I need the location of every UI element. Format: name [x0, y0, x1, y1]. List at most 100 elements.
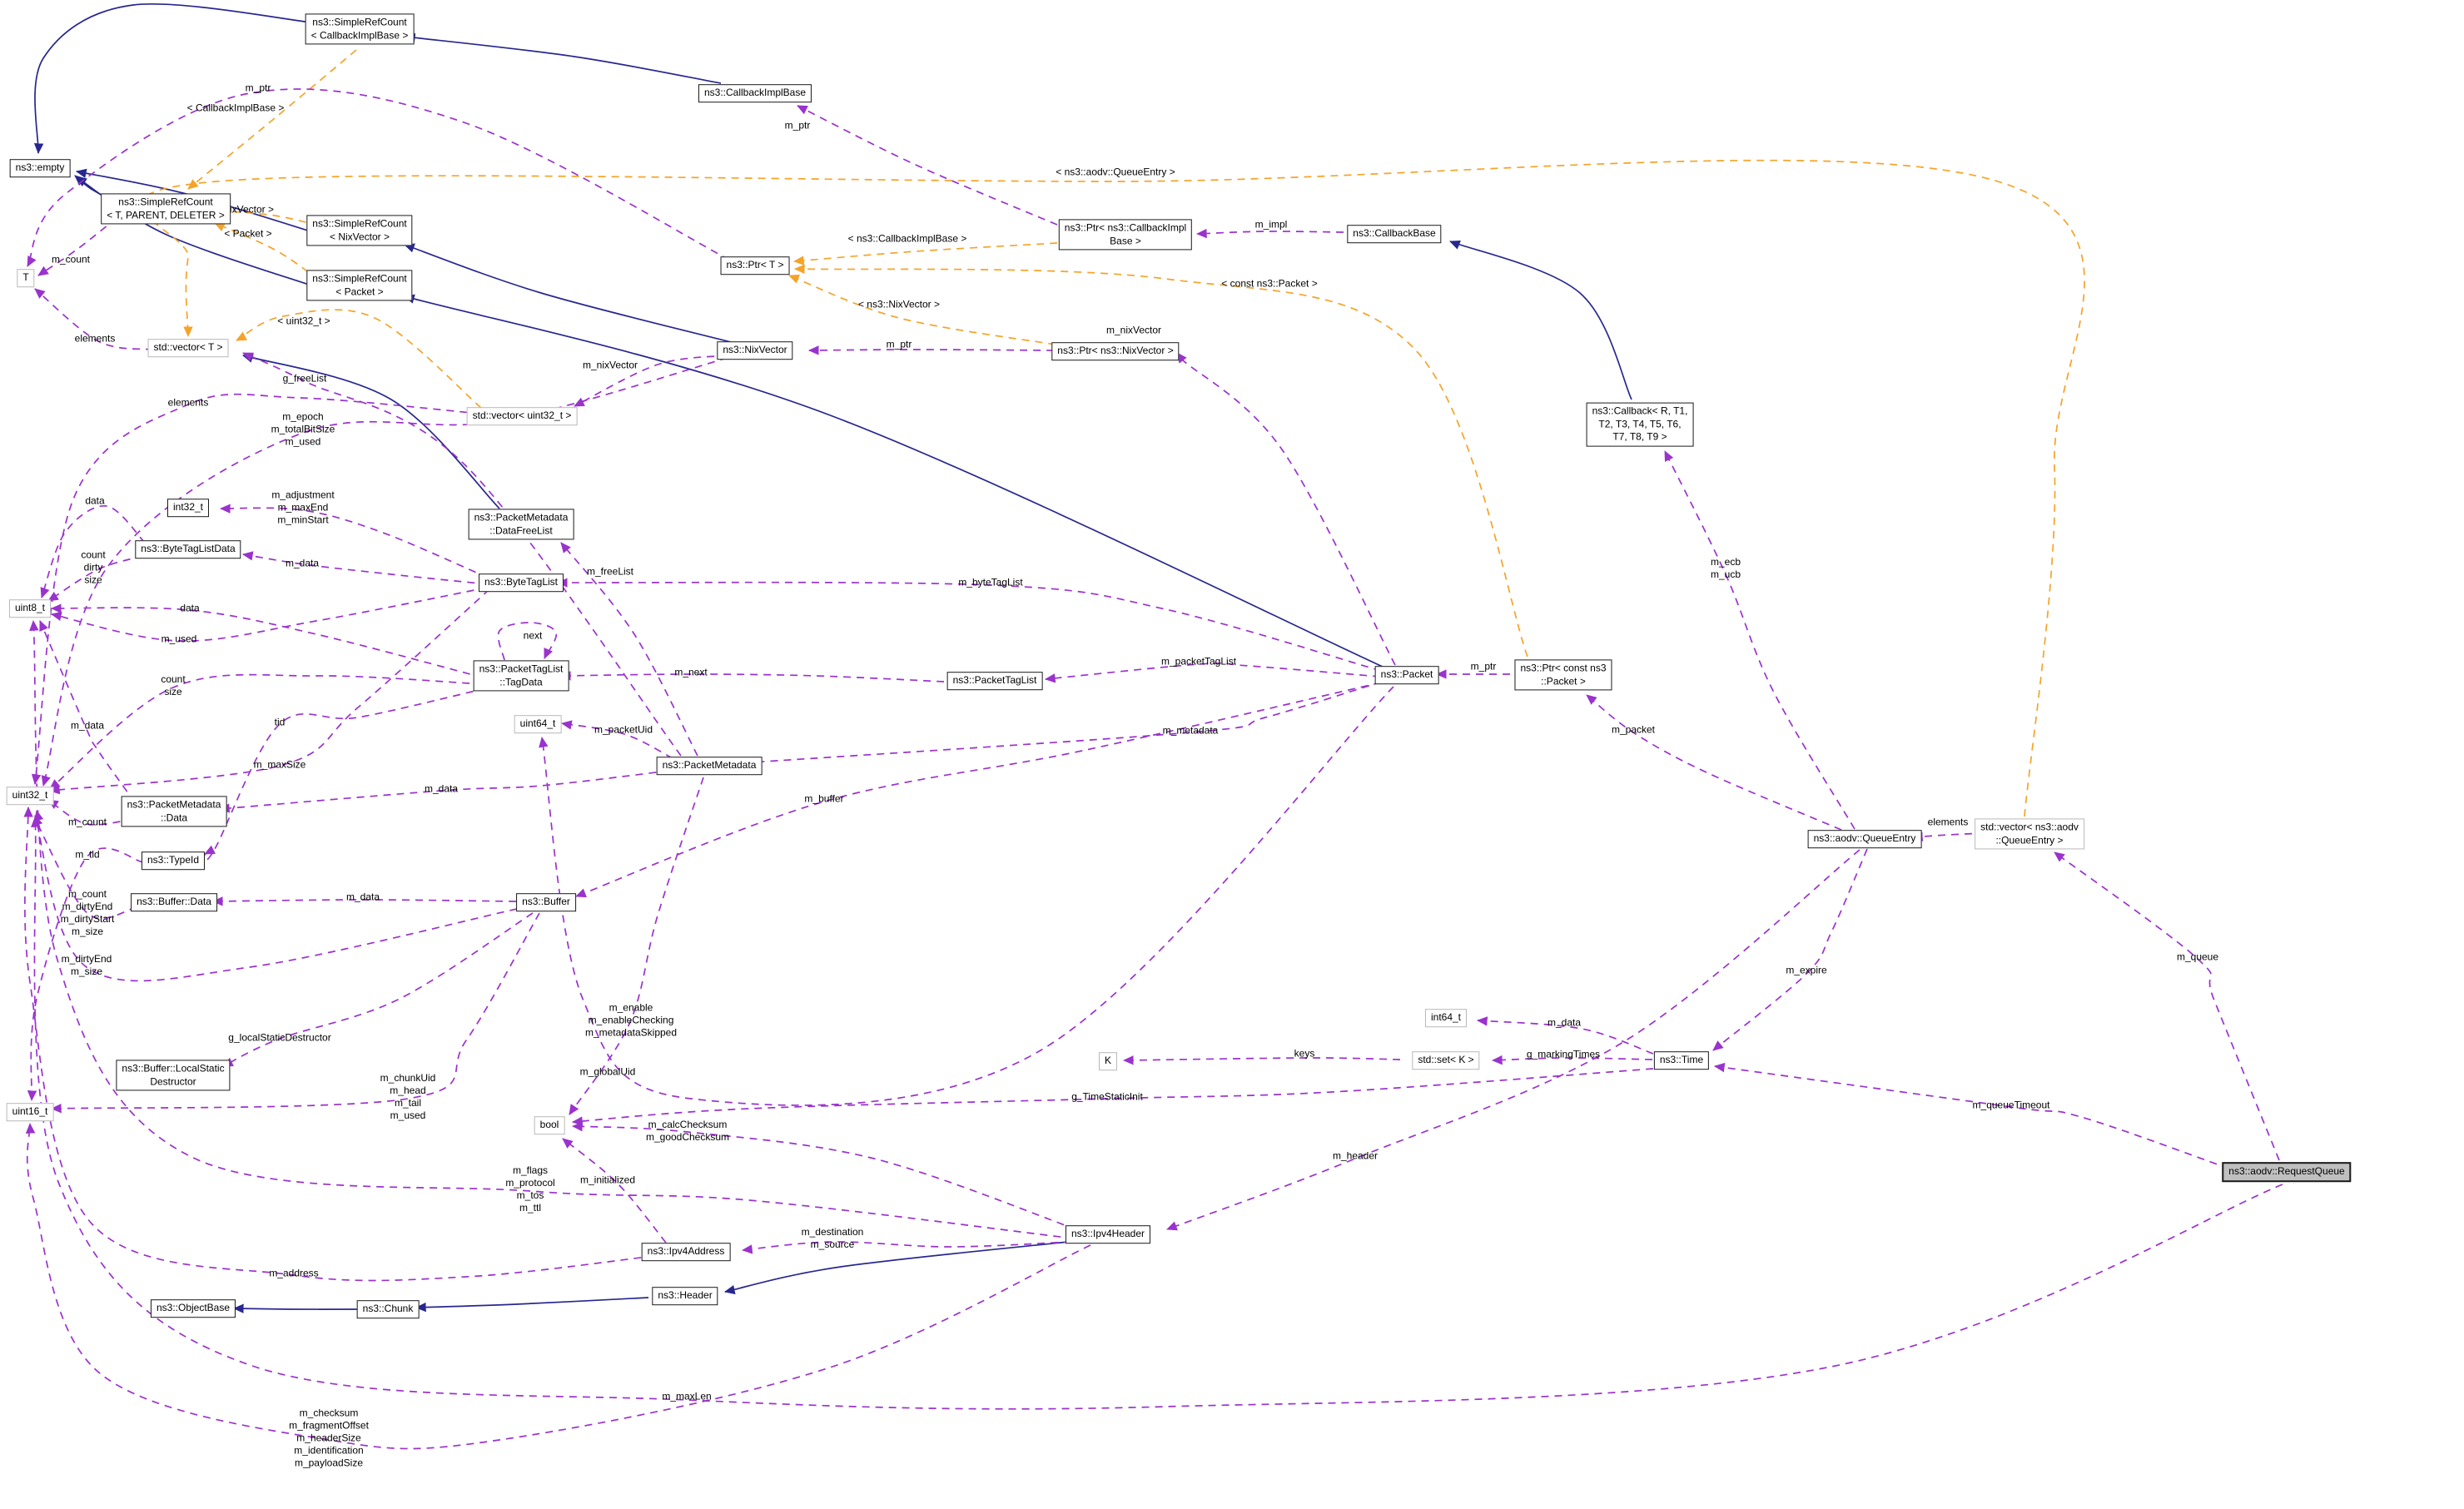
edge-use-pm-bool: [569, 777, 704, 1115]
node-qe[interactable]: ns3::aodv::QueueEntry: [1807, 830, 1922, 848]
node-ob[interactable]: ns3::ObjectBase: [150, 1299, 236, 1318]
edge-use-btl-uint8: [50, 587, 488, 642]
node-sr_cib[interactable]: ns3::SimpleRefCount < CallbackImplBase >: [305, 13, 415, 45]
edge-inherit-cbr-cbase: [1449, 240, 1632, 400]
edge-use-pkt-ptl: [1044, 662, 1381, 683]
edge-use-pkt-buf: [575, 682, 1382, 898]
node-u64[interactable]: uint64_t: [514, 715, 562, 733]
edge-template-ptr_cib-ptr_T: [792, 242, 1058, 266]
edge-use-cbase-ptr_cib: [1195, 228, 1344, 239]
node-K[interactable]: K: [1098, 1052, 1118, 1070]
edge-use-tid-uint16: [27, 847, 144, 1102]
edge-inherit-nix-sr_nix: [404, 243, 732, 343]
node-buf[interactable]: ns3::Buffer: [516, 893, 576, 911]
edge-use-btl-u32: [48, 588, 490, 795]
edge-use-tagdata-u32: [49, 673, 484, 790]
node-u32[interactable]: uint32_t: [6, 787, 54, 805]
node-vec_u32[interactable]: std::vector< uint32_t >: [466, 407, 578, 425]
edge-use-qe-time: [1712, 848, 1868, 1051]
edge-use-sr_tpd-T: [37, 217, 117, 276]
node-dfl[interactable]: ns3::PacketMetadata ::DataFreeList: [468, 509, 574, 540]
edge-use-pkt-ptr_nix: [1172, 350, 1396, 666]
edge-use-ptl-tagdata: [559, 671, 945, 683]
node-ptr_cpkt[interactable]: ns3::Ptr< const ns3 ::Packet >: [1514, 659, 1612, 691]
node-T[interactable]: T: [17, 269, 35, 287]
node-sr_nix[interactable]: ns3::SimpleRefCount < NixVector >: [306, 215, 413, 246]
edge-use-pmd-u32: [47, 799, 134, 826]
node-tagdata[interactable]: ns3::PacketTagList ::TagData: [473, 660, 569, 692]
edge-use-vec_T-T: [34, 288, 154, 350]
node-uint8[interactable]: uint8_t: [8, 599, 52, 618]
edge-use-btl-int32: [219, 504, 489, 578]
node-cbase[interactable]: ns3::CallbackBase: [1347, 225, 1442, 243]
node-ptr_cib[interactable]: ns3::Ptr< ns3::CallbackImpl Base >: [1058, 219, 1193, 251]
edge-use-tagdata-tagdata: [497, 622, 558, 661]
node-ip4h[interactable]: ns3::Ipv4Header: [1065, 1225, 1151, 1243]
edge-use-nix-vec_u32: [574, 355, 728, 407]
edge-template-ptr_cpkt-ptr_T: [793, 264, 1528, 658]
edge-use-pkt-btl: [556, 578, 1382, 672]
node-tid[interactable]: ns3::TypeId: [141, 851, 206, 870]
edge-inherit-ip4h-hdr: [723, 1240, 1077, 1295]
edge-use-btld-uint8: [47, 555, 144, 602]
edge-use-pm-vec_T: [242, 352, 682, 757]
node-uint16[interactable]: uint16_t: [6, 1103, 54, 1121]
edge-use-ip4h-uint16: [25, 1122, 1091, 1450]
edge-use-buf-uint16: [50, 912, 540, 1114]
edge-template-sr_nix-sr_tpd: [218, 206, 320, 226]
node-vec_qe[interactable]: std::vector< ns3::aodv ::QueueEntry >: [1975, 818, 2084, 850]
node-chunk[interactable]: ns3::Chunk: [356, 1300, 420, 1318]
edge-use-qe-cbr: [1664, 450, 1855, 830]
node-sr_tpd[interactable]: ns3::SimpleRefCount < T, PARENT, DELETER…: [101, 193, 231, 225]
node-int64[interactable]: int64_t: [1424, 1009, 1468, 1027]
edge-use-tagdata-tid: [204, 687, 487, 861]
node-ip4a[interactable]: ns3::Ipv4Address: [641, 1243, 731, 1261]
node-cib[interactable]: ns3::CallbackImplBase: [698, 84, 812, 102]
edge-inherit-chunk-ob: [232, 1303, 360, 1313]
node-time[interactable]: ns3::Time: [1653, 1051, 1710, 1070]
edge-inherit-sr_pkt-empty: [76, 176, 320, 289]
node-btl[interactable]: ns3::ByteTagList: [478, 573, 564, 592]
edge-template-vec_qe-vec_T: [140, 159, 2085, 817]
node-bufd[interactable]: ns3::Buffer::Data: [131, 893, 217, 911]
node-hdr[interactable]: ns3::Header: [652, 1287, 718, 1305]
edge-inherit-cib-sr_cib: [404, 32, 722, 84]
node-btld[interactable]: ns3::ByteTagListData: [135, 540, 241, 558]
edge-use-qe-ptr_cpkt: [1586, 694, 1842, 831]
edge-use-buf-lsd: [222, 912, 534, 1067]
edge-use-rq-u32: [31, 816, 2283, 1410]
edge-use-rq-time: [1713, 1062, 2230, 1169]
edge-use-btl-btld: [241, 551, 489, 585]
edge-use-ip4h-uint8: [29, 619, 1075, 1239]
node-vec_T[interactable]: std::vector< T >: [147, 339, 229, 357]
node-empty[interactable]: ns3::empty: [9, 159, 71, 177]
edge-use-tagdata-uint8: [50, 603, 484, 678]
node-int32[interactable]: int32_t: [166, 499, 210, 517]
edge-use-time-bool: [571, 1068, 1654, 1126]
edge-use-vec_u32-u32: [31, 393, 481, 786]
edge-template-ptr_nix-ptr_T: [788, 274, 1056, 345]
node-cbr[interactable]: ns3::Callback< R, T1, T2, T3, T4, T5, T6…: [1586, 402, 1694, 447]
node-setk[interactable]: std::set< K >: [1412, 1051, 1480, 1070]
node-ptr_nix[interactable]: ns3::Ptr< ns3::NixVector >: [1051, 342, 1180, 360]
edge-use-pkt-pm: [750, 681, 1383, 767]
node-pkt[interactable]: ns3::Packet: [1374, 666, 1439, 684]
edge-use-pm-dfl: [560, 542, 698, 757]
edge-inherit-pkt-sr_pkt: [403, 294, 1384, 668]
edge-use-ip4a-bool: [562, 1138, 667, 1243]
edge-use-time-setk: [1491, 1055, 1653, 1065]
node-pmd[interactable]: ns3::PacketMetadata ::Data: [121, 796, 227, 827]
node-pm[interactable]: ns3::PacketMetadata: [656, 757, 763, 775]
node-ptl[interactable]: ns3::PacketTagList: [946, 672, 1043, 690]
edge-use-buf-u32: [33, 815, 518, 982]
node-nix[interactable]: ns3::NixVector: [717, 341, 793, 360]
node-sr_pkt[interactable]: ns3::SimpleRefCount < Packet >: [306, 270, 413, 301]
edge-template-sr_cib-sr_tpd: [187, 49, 357, 190]
node-ptr_T[interactable]: ns3::Ptr< T >: [720, 256, 790, 275]
edge-inherit-hdr-chunk: [415, 1297, 649, 1313]
edge-use-ptr_T-T: [27, 88, 730, 267]
node-bool[interactable]: bool: [534, 1116, 565, 1134]
node-lsd[interactable]: ns3::Buffer::LocalStatic Destructor: [116, 1060, 231, 1091]
